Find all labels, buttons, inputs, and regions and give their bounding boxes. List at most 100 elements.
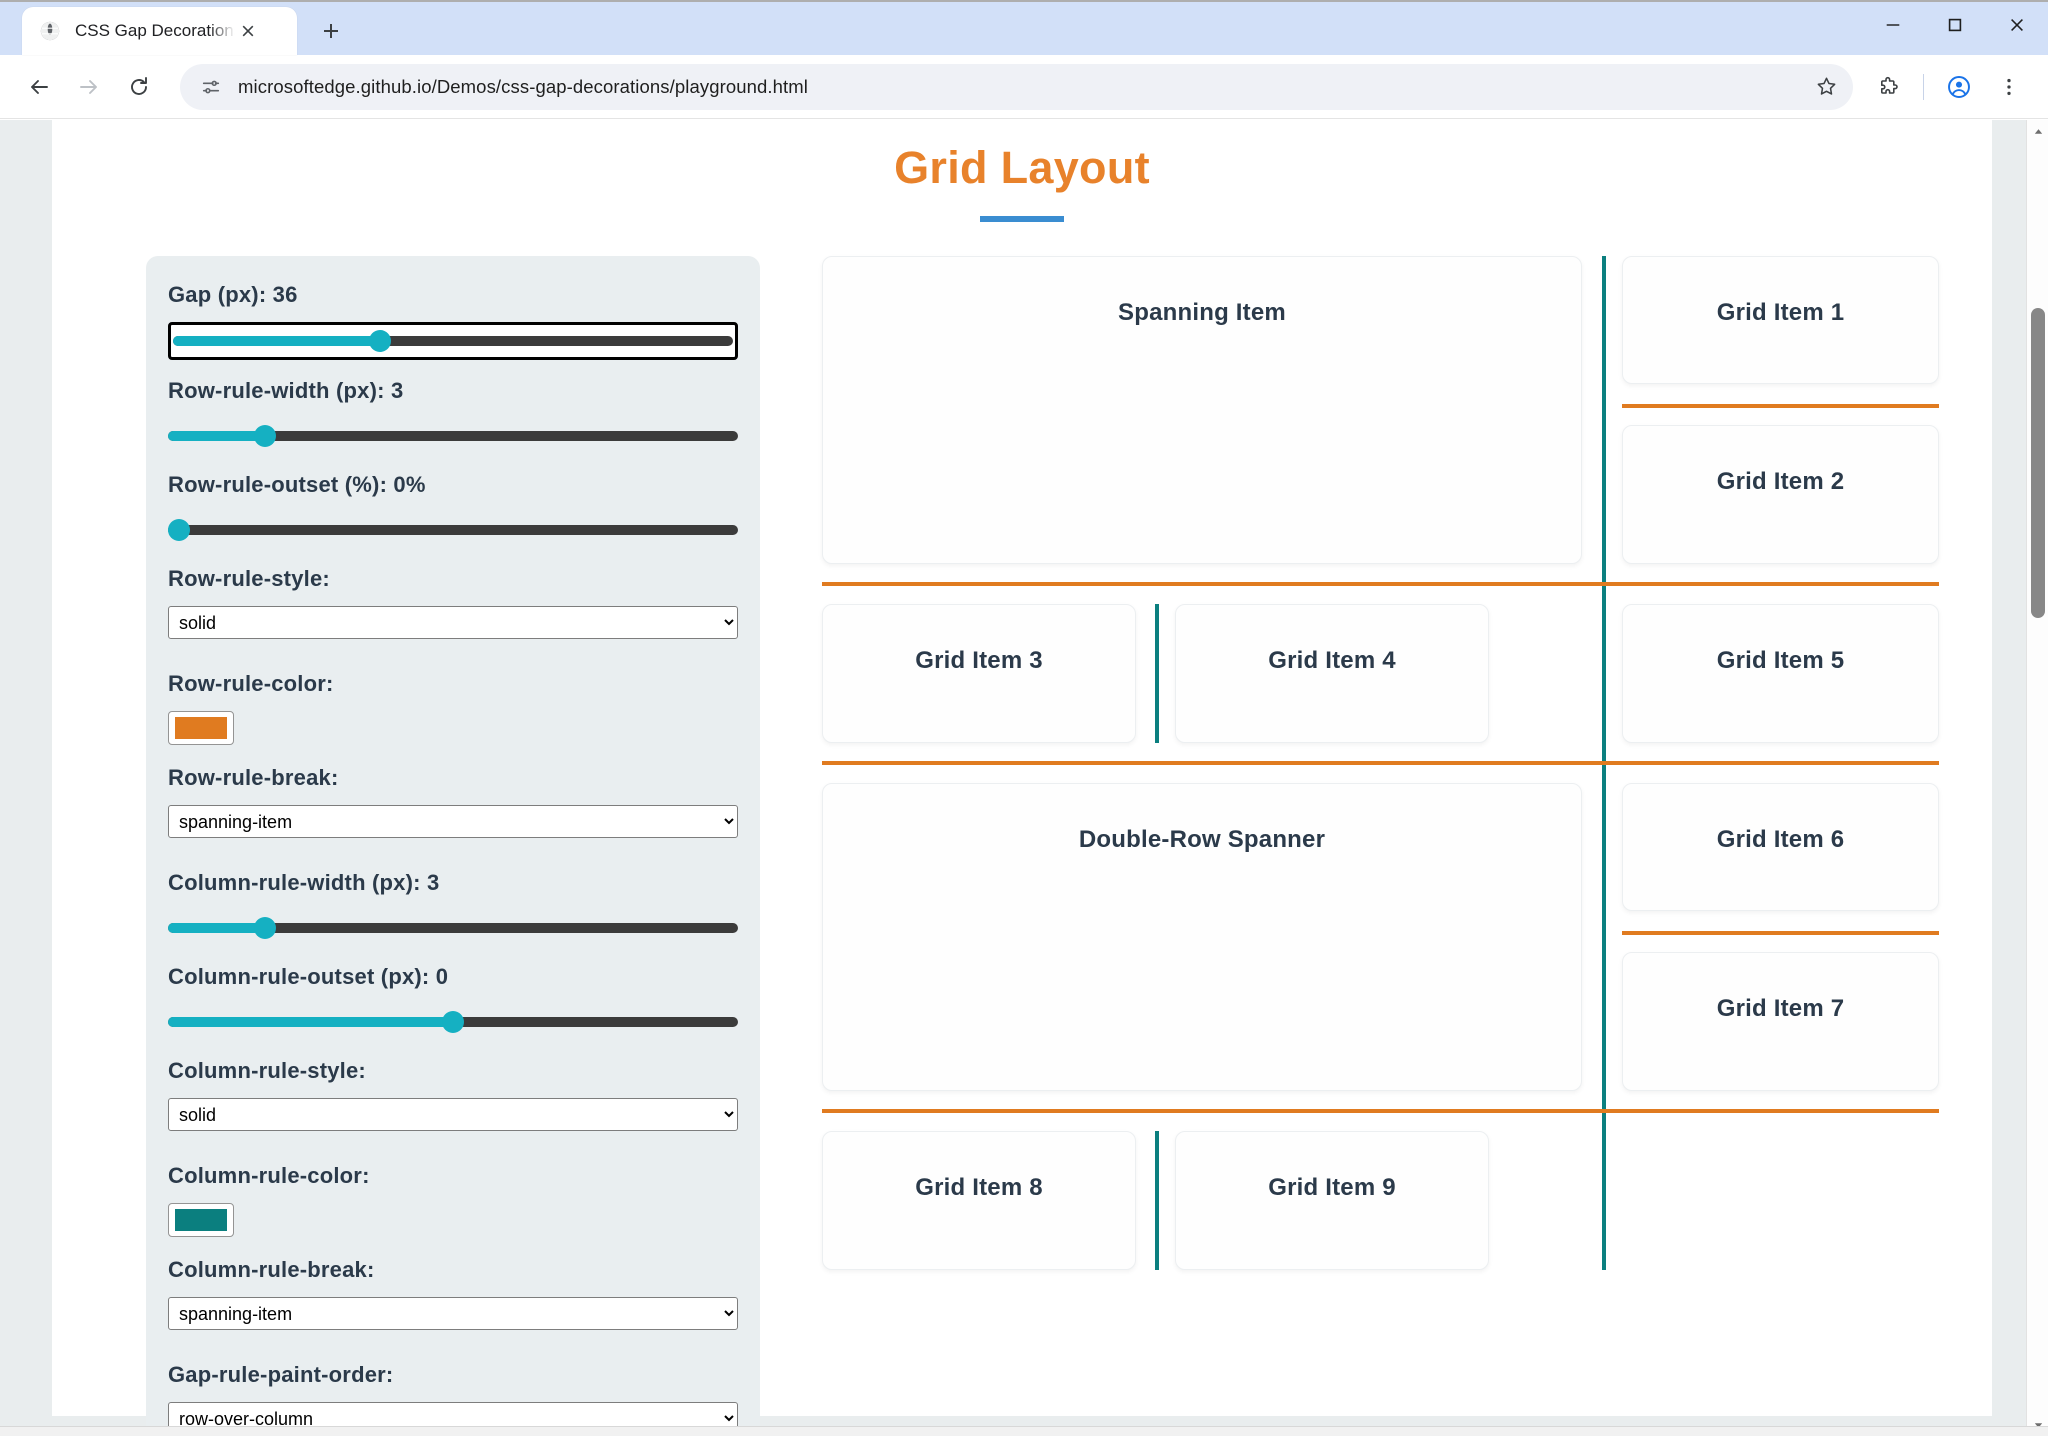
row-rule-color-picker-swatch (175, 717, 227, 739)
row-rule (822, 761, 1939, 765)
gap-slider-track[interactable] (173, 330, 733, 352)
horizontal-scrollbar[interactable] (0, 1426, 2048, 1436)
column-rule-color-picker-label: Column-rule-color: (168, 1163, 370, 1188)
reload-button[interactable] (116, 64, 162, 110)
tab-title: CSS Gap Decorations playground (75, 21, 235, 40)
column-rule-width-slider-track[interactable] (168, 917, 738, 939)
column-rule-outset-slider-fill (168, 1017, 453, 1027)
row-rule-width-slider-track[interactable] (168, 425, 738, 447)
row-rule-style-select[interactable]: nonesoliddasheddotteddoublegrooveridgein… (168, 606, 738, 639)
grid-cell: Grid Item 5 (1622, 604, 1939, 743)
row-rule-outset-slider-group: Row-rule-outset (%): 0% (168, 472, 738, 548)
row-rule-outset-slider-thumb[interactable] (168, 519, 191, 541)
close-icon[interactable] (235, 18, 261, 44)
window-close-button[interactable] (1986, 2, 2048, 48)
window-controls (1862, 2, 2048, 48)
row-rule-break-select-group: Row-rule-break: nonespanning-itemintersec… (168, 765, 738, 860)
column-rule-outset-slider-thumb[interactable] (442, 1011, 464, 1033)
column-rule-outset-slider-group: Column-rule-outset (px): 0 (168, 964, 738, 1040)
address-bar[interactable]: microsoftedge.github.io/Demos/css-gap-de… (180, 63, 1853, 110)
gap-slider-group: Gap (px): 36 (168, 282, 738, 360)
row-rule-color-picker-label: Row-rule-color: (168, 671, 334, 696)
url-text: microsoftedge.github.io/Demos/css-gap-de… (238, 75, 809, 97)
row-rule-break-select-label: Row-rule-break: (168, 765, 339, 790)
grid-demo: Spanning Item Grid Item 1 Grid Item 2 Grid … (822, 256, 1939, 1380)
row-rule-style-select-label: Row-rule-style: (168, 566, 330, 591)
row-rule-color-picker-group: Row-rule-color: (168, 671, 738, 745)
grid-cell-label: Grid Item 7 (1716, 995, 1845, 1022)
puzzle-icon[interactable] (1865, 64, 1911, 110)
toolbar-divider (1923, 73, 1924, 100)
column-rule-width-slider[interactable] (168, 910, 738, 946)
grid-cell: Grid Item 4 (1175, 604, 1489, 743)
column-rule-break-select-group: Column-rule-break: nonespanning-iteminter… (168, 1257, 738, 1352)
column-rule-break-select[interactable]: nonespanning-itemintersection (168, 1297, 738, 1330)
row-rule-width-slider-fill (168, 431, 265, 441)
column-rule-color-picker[interactable] (168, 1203, 234, 1237)
grid-cell-label: Grid Item 6 (1716, 826, 1845, 853)
row-rule-outset-slider[interactable] (168, 512, 738, 548)
column-rule (1155, 1131, 1159, 1270)
row-rule (822, 1109, 1939, 1113)
row-rule-color-picker[interactable] (168, 711, 234, 745)
column-rule-break-select-label: Column-rule-break: (168, 1257, 375, 1282)
column-rule-style-select-group: Column-rule-style: nonesoliddasheddottedd… (168, 1058, 738, 1153)
row-rule-width-slider-group: Row-rule-width (px): 3 (168, 378, 738, 454)
column-rule-color-picker-swatch (175, 1209, 227, 1231)
browser-titlebar: CSS Gap Decorations playground (0, 0, 2048, 55)
column-rule-width-slider-thumb[interactable] (253, 917, 276, 939)
gap-slider-label: Gap (px): 36 (168, 282, 298, 307)
back-button[interactable] (16, 64, 62, 110)
row-rule-outset-slider-label: Row-rule-outset (%): 0% (168, 472, 426, 497)
gap-rule-paint-order-select-group: Gap-rule-paint-order:row-over-columncolu… (168, 1362, 738, 1436)
column-rule-outset-slider[interactable] (168, 1004, 738, 1040)
grid-cell: Grid Item 6 (1622, 783, 1939, 911)
grid-cell: Double-Row Spanner (822, 783, 1582, 1091)
grid-cell-label: Grid Item 1 (1716, 299, 1845, 326)
column-rule-outset-slider-label: Column-rule-outset (px): 0 (168, 964, 449, 989)
star-icon[interactable] (1809, 70, 1843, 104)
grid-cell-label: Double-Row Spanner (1078, 826, 1326, 853)
gap-rule-paint-order-select-label: Gap-rule-paint-order: (168, 1362, 394, 1387)
grid-cell: Grid Item 9 (1175, 1131, 1489, 1270)
grid-cell: Spanning Item (822, 256, 1582, 564)
grid-cell-label: Grid Item 5 (1716, 647, 1845, 674)
maximize-button[interactable] (1924, 2, 1986, 48)
row-rule-width-slider-thumb[interactable] (253, 425, 276, 447)
gap-slider-thumb[interactable] (369, 330, 392, 352)
grid-cell-label: Spanning Item (1118, 299, 1286, 326)
grid-cell-label: Grid Item 8 (915, 1174, 1043, 1201)
column-rule-width-slider-fill (168, 923, 265, 933)
grid-cell-label: Grid Item 2 (1716, 468, 1845, 495)
scrollbar-thumb[interactable] (2031, 308, 2045, 618)
row-rule-width-slider[interactable] (168, 418, 738, 454)
grid-cell: Grid Item 3 (822, 604, 1136, 743)
grid-cell: Grid Item 8 (822, 1131, 1136, 1270)
forward-button[interactable] (66, 64, 112, 110)
vertical-scrollbar[interactable] (2026, 120, 2048, 1436)
gap-slider[interactable] (168, 322, 738, 360)
new-tab-button[interactable] (311, 11, 351, 51)
row-rule-outset-slider-track[interactable] (168, 519, 738, 541)
column-rule-style-select[interactable]: nonesoliddasheddotteddoublegrooveridgein… (168, 1098, 738, 1131)
column-rule-width-slider-group: Column-rule-width (px): 3 (168, 870, 738, 946)
title-underline (980, 216, 1064, 222)
permissions-icon[interactable] (198, 74, 224, 100)
column-rule-style-select-label: Column-rule-style: (168, 1058, 366, 1083)
scroll-down-arrow[interactable] (2027, 1414, 2048, 1436)
minimize-button[interactable] (1862, 2, 1924, 48)
grid-cell: Grid Item 7 (1622, 952, 1939, 1091)
globe-icon (39, 20, 61, 42)
row-rule (822, 582, 1939, 586)
column-rule (1155, 604, 1159, 743)
row-rule (1622, 404, 1939, 408)
row-rule-break-select[interactable]: nonespanning-itemintersection (168, 805, 738, 838)
three-dot-menu-icon[interactable] (1986, 64, 2032, 110)
grid-cell: Grid Item 2 (1622, 425, 1939, 564)
browser-tab[interactable]: CSS Gap Decorations playground (22, 7, 297, 55)
row-rule (1622, 931, 1939, 935)
scroll-up-arrow[interactable] (2027, 120, 2048, 142)
column-rule-outset-slider-track[interactable] (168, 1011, 738, 1033)
account-circle-icon[interactable] (1936, 64, 1982, 110)
row-rule-width-slider-label: Row-rule-width (px): 3 (168, 378, 404, 403)
